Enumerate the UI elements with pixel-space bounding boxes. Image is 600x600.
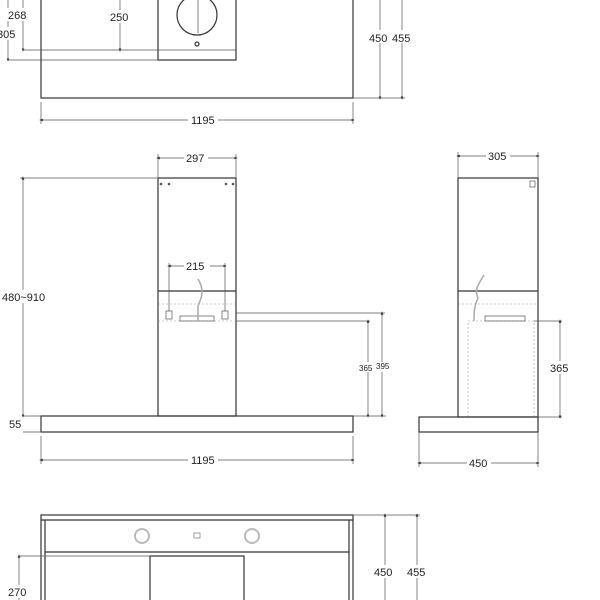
mount-hole: [194, 41, 200, 47]
dim-455: 455: [392, 33, 410, 45]
chimney-side: [457, 177, 539, 418]
chimney-front: [157, 177, 237, 417]
dim-270: 270: [8, 587, 26, 599]
front-view: 297 480~910 55 215 365 395 1195: [2, 151, 392, 467]
dim-365-side: 365: [550, 363, 568, 375]
side-view: 305 365 450: [417, 149, 572, 470]
dim-297: 297: [186, 153, 204, 165]
dim-215: 215: [186, 261, 204, 273]
chimney-outline-top: [157, 0, 237, 61]
dim-305: 305: [0, 29, 15, 41]
hood-body-front: [40, 415, 354, 433]
hood-body-side: [418, 416, 539, 433]
fan-circle: [176, 0, 218, 36]
dim-1195-front: 1195: [191, 455, 215, 467]
dim-250: 250: [110, 12, 128, 24]
dim-450-bottom: 450: [374, 567, 392, 579]
dim-450: 450: [369, 33, 387, 45]
hood-outline-bottom: [40, 514, 354, 600]
control-knob-right[interactable]: [244, 528, 260, 544]
dim-455-bottom: 455: [407, 567, 425, 579]
top-view: 268 250 305 450 455 1195: [0, 0, 416, 127]
dim-55: 55: [9, 419, 21, 431]
control-knob-left[interactable]: [134, 528, 150, 544]
dim-305-side: 305: [488, 151, 506, 163]
bottom-view: 270 450 455: [6, 513, 430, 600]
indicator-light: [193, 532, 201, 539]
dim-450-side: 450: [469, 458, 487, 470]
hood-outline-top: [40, 0, 354, 99]
dim-365-front: 365: [359, 364, 373, 373]
dim-480-910: 480~910: [2, 292, 45, 304]
dim-268: 268: [8, 10, 26, 22]
filter-panel: [149, 555, 245, 600]
dim-395: 395: [376, 362, 390, 371]
dim-1195-top: 1195: [191, 115, 215, 127]
